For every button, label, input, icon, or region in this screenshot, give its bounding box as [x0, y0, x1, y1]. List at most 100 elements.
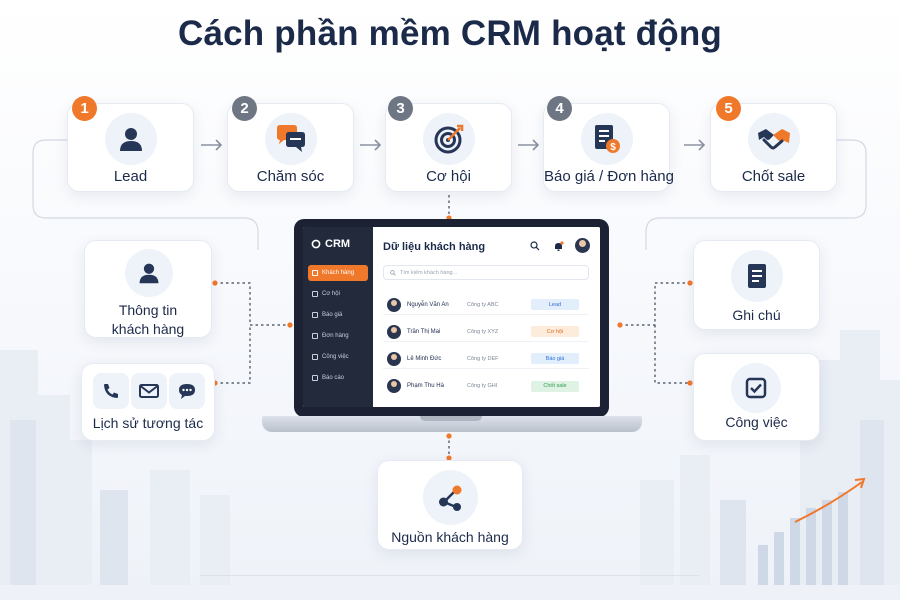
notes-card[interactable]: Ghi chú: [693, 240, 820, 330]
crm-nav-label: Báo cáo: [322, 375, 345, 381]
step-card-care[interactable]: Chăm sóc: [227, 103, 354, 192]
customer-name: Trần Thị Mai: [407, 328, 441, 335]
customer-info-icon-circle: [125, 249, 173, 297]
step-label: Lead: [113, 168, 148, 185]
customer-row[interactable]: Nguyễn Văn An Công ty ABC Lead: [383, 295, 589, 315]
laptop-base: [262, 416, 642, 432]
step-icon-circle: [747, 113, 800, 165]
arrow-1-2: [201, 139, 223, 151]
arrow-3-4: [518, 139, 540, 151]
customer-info-label: Thông tin khách hàng: [111, 302, 185, 337]
customer-row[interactable]: Trần Thị Mai Công ty XYZ Cơ hội: [383, 322, 589, 342]
page-title: Cách phần mềm CRM hoạt động: [177, 14, 723, 53]
email-icon: [139, 384, 159, 398]
tasks-nav-icon: [312, 354, 318, 360]
crm-sidebar: CRM Khách hàng Cơ hội Báo giá Đơn hàng C…: [303, 227, 373, 407]
lead-source-icon-circle: [423, 470, 478, 525]
notes-icon-circle: [731, 250, 783, 302]
phone-icon-box: [93, 373, 129, 409]
customer-row[interactable]: Phạm Thu Hà Công ty GHI Chốt sale: [383, 376, 589, 396]
step-number-badge: 3: [388, 96, 413, 121]
status-badge: Cơ hội: [531, 326, 579, 337]
customer-company: Công ty GHI: [467, 383, 498, 389]
customer-company: Công ty XYZ: [467, 328, 499, 335]
avatar: [387, 297, 401, 312]
lead-source-card[interactable]: Nguồn khách hàng: [377, 460, 523, 550]
arrow-4-5: [684, 139, 706, 151]
chat-icon: [179, 384, 195, 399]
customer-company: Công ty DEF: [467, 355, 499, 362]
bottom-divider: [200, 575, 700, 576]
user-icon: [139, 263, 159, 284]
step-label: Báo giá / Đơn hàng: [544, 168, 674, 185]
step-icon-circle: [264, 113, 317, 165]
crm-nav-label: Báo giá: [322, 312, 343, 318]
crm-logo-icon: [311, 239, 321, 249]
invoice-dollar-icon: $: [594, 125, 620, 153]
avatar: [387, 379, 401, 393]
avatar: [387, 351, 401, 366]
crm-page-title: Dữ liệu khách hàng: [383, 241, 486, 253]
crm-main-panel: Dữ liệu khách hàng Tìm kiếm khách hàng..…: [373, 227, 600, 407]
chat-icon-box: [169, 373, 205, 409]
step-label: Chăm sóc: [256, 168, 325, 185]
quotes-nav-icon: [312, 312, 318, 318]
search-icon[interactable]: [530, 241, 540, 251]
crm-nav-orders[interactable]: Đơn hàng: [308, 328, 368, 344]
tasks-card[interactable]: Công việc: [693, 353, 820, 441]
step-icon-circle: [422, 113, 475, 165]
phone-icon: [104, 384, 118, 398]
crm-nav-tasks[interactable]: Công việc: [308, 349, 368, 365]
crm-nav-label: Công việc: [322, 354, 349, 360]
crm-nav-customers[interactable]: Khách hàng: [308, 265, 368, 281]
opportunities-nav-icon: [312, 291, 318, 297]
orders-nav-icon: [312, 333, 318, 339]
crm-nav-quotes[interactable]: Báo giá: [308, 307, 368, 323]
step-card-quote-order[interactable]: $ Báo giá / Đơn hàng: [543, 103, 674, 192]
notes-label: Ghi chú: [732, 307, 781, 323]
step-card-close-sale[interactable]: Chốt sale: [710, 103, 837, 192]
user-icon: [119, 128, 142, 151]
user-avatar[interactable]: [575, 238, 590, 253]
customer-name: Lê Minh Đức: [407, 355, 442, 362]
customer-name: Phạm Thu Hà: [407, 383, 444, 389]
arrow-2-3: [360, 139, 382, 151]
step-number-badge: 2: [232, 96, 257, 121]
interaction-history-label: Lịch sử tương tác: [92, 415, 204, 431]
customer-company: Công ty ABC: [467, 301, 499, 308]
reports-nav-icon: [312, 375, 318, 381]
step-number-badge: 5: [716, 96, 741, 121]
crm-nav-opportunities[interactable]: Cơ hội: [308, 286, 368, 302]
handshake-icon: [757, 129, 790, 150]
step-icon-circle: [104, 113, 157, 165]
svg-text:$: $: [610, 142, 616, 153]
status-badge: Báo giá: [531, 353, 579, 364]
crm-nav-reports[interactable]: Báo cáo: [308, 370, 368, 386]
tasks-label: Công việc: [725, 414, 788, 430]
target-icon: [434, 124, 463, 154]
crm-nav-label: Đơn hàng: [322, 333, 349, 339]
crm-logo: CRM: [311, 238, 350, 250]
crm-nav-label: Cơ hội: [322, 291, 340, 297]
step-number-badge: 4: [547, 96, 572, 121]
crm-search-input[interactable]: Tìm kiếm khách hàng...: [383, 265, 589, 280]
laptop-notch: [420, 416, 482, 421]
status-badge: Lead: [531, 299, 579, 310]
tasks-icon-circle: [731, 363, 781, 413]
checkbox-icon: [745, 377, 767, 399]
document-icon: [748, 264, 766, 288]
chat-bubbles-icon: [276, 125, 305, 152]
interaction-history-card[interactable]: Lịch sử tương tác: [81, 363, 215, 441]
crm-logo-text: CRM: [325, 238, 351, 250]
step-label: Chốt sale: [741, 168, 806, 185]
customer-info-card[interactable]: Thông tin khách hàng: [84, 240, 212, 338]
customers-nav-icon: [312, 270, 318, 276]
customer-name: Nguyễn Văn An: [407, 301, 449, 308]
search-icon: [390, 269, 396, 276]
step-card-lead[interactable]: Lead: [67, 103, 194, 192]
status-badge: Chốt sale: [531, 380, 579, 392]
step-icon-circle: $: [580, 113, 633, 165]
bell-icon[interactable]: [553, 241, 564, 252]
crm-nav-label: Khách hàng: [322, 270, 355, 276]
customer-row[interactable]: Lê Minh Đức Công ty DEF Báo giá: [383, 349, 589, 369]
